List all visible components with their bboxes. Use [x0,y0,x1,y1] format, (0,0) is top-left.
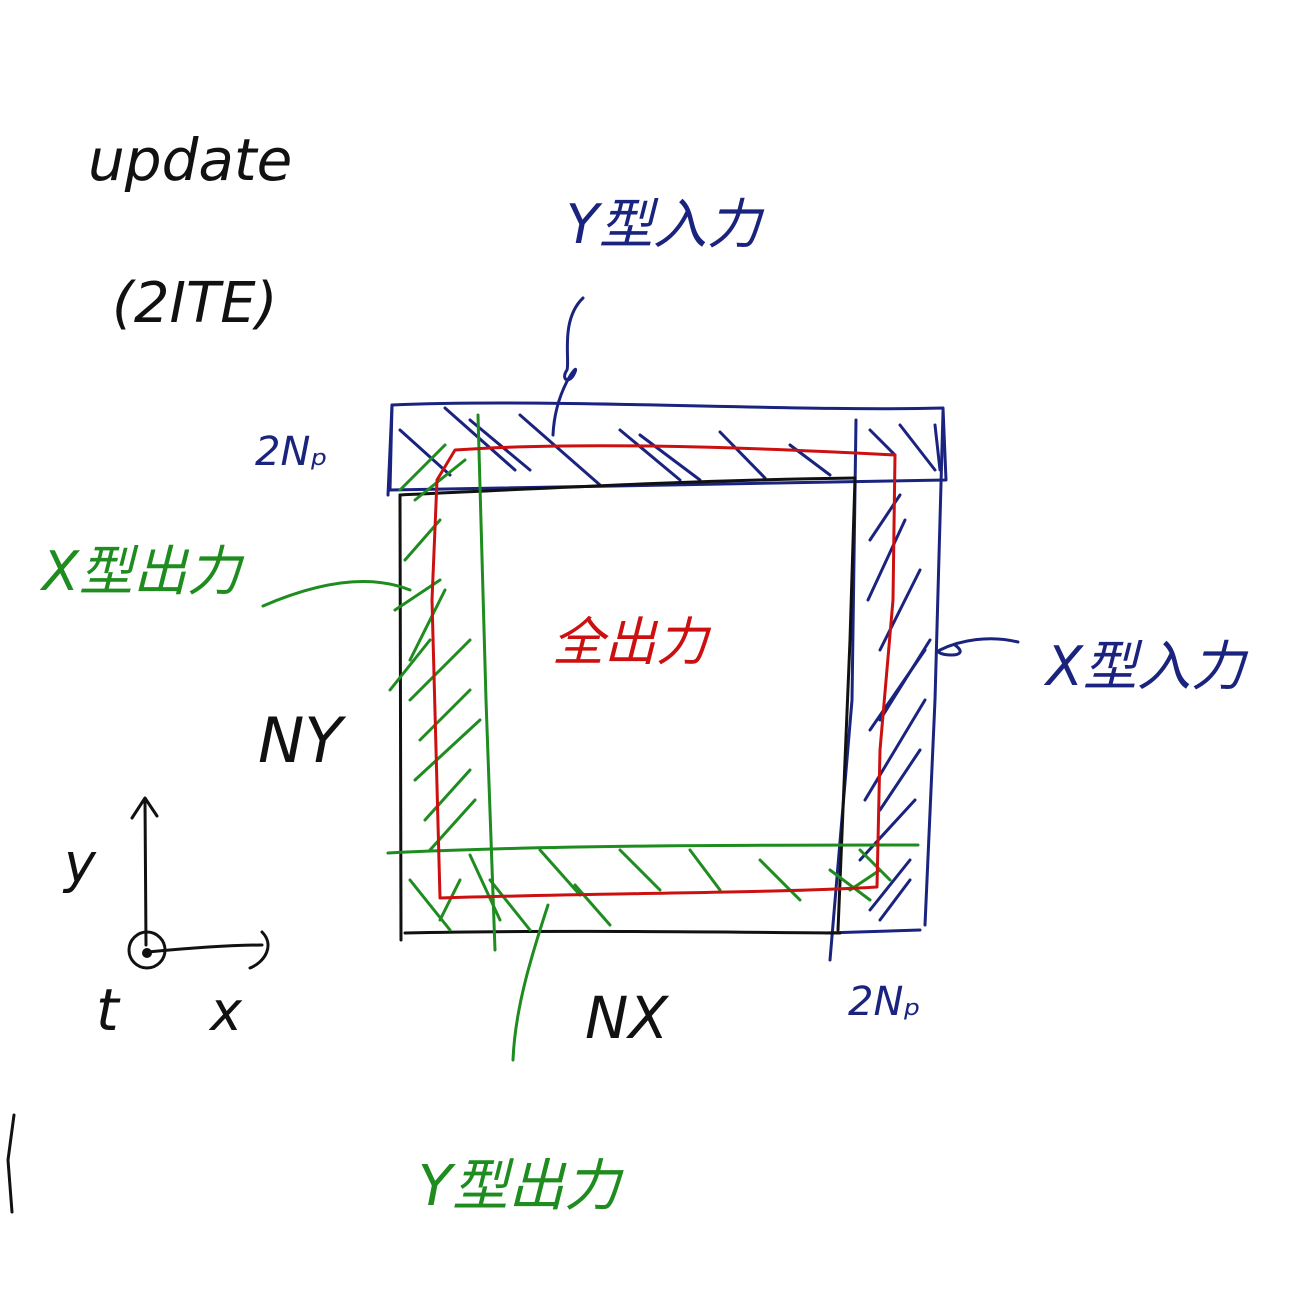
blue-bottom-right-edge [824,928,922,935]
green-bottom-top-edge [386,843,920,855]
red-inner-boundary [430,444,897,900]
green-bottom-pointer [511,903,550,1062]
label-top-input: Y型入力 [566,193,765,256]
axis-label-t: t [96,976,121,1044]
green-output-region [261,413,920,1062]
blue-right-pointer [937,637,1020,657]
stray-stroke [6,1113,16,1214]
blue-top-left-edge [386,403,394,497]
blue-right-hatching [858,493,932,922]
axis-label-y: y [62,832,97,895]
label-pad-top: 2Nₚ [255,429,328,475]
label-left-output: X型出力 [39,540,245,603]
axis-glyph: y x t [62,796,270,1044]
black-top-edge [398,476,857,497]
blue-top-hatching [398,406,942,487]
black-right-edge [836,476,857,932]
label-pad-right: 2Nₚ [848,979,921,1025]
label-ny: NY [258,704,346,777]
label-right-input: X型入力 [1043,635,1249,698]
heading-update: update [88,126,292,194]
axis-label-x: x [208,980,243,1043]
label-bottom-output: Y型出力 [418,1154,624,1219]
black-domain-box [398,476,857,942]
green-bottom-hatching [408,848,892,932]
blue-right-outer-edge [923,410,945,927]
y-axis-arrowhead [130,796,159,820]
blue-top-band [388,401,948,492]
label-center-output: 全出力 [552,613,712,673]
label-nx: NX [585,984,669,1052]
blue-top-pointer [551,296,585,437]
black-bottom-edge [403,929,842,935]
blue-input-region [386,296,1020,962]
heading-args: (2ITE) [112,271,277,336]
x-axis-arrowhead [248,930,270,970]
x-axis-line [146,943,264,954]
green-left-inner-edge [476,413,497,952]
black-left-edge [398,493,403,942]
t-axis-dot [142,948,152,958]
y-axis-line [143,798,148,947]
t-axis-circle [127,930,167,970]
green-left-pointer [261,580,412,608]
